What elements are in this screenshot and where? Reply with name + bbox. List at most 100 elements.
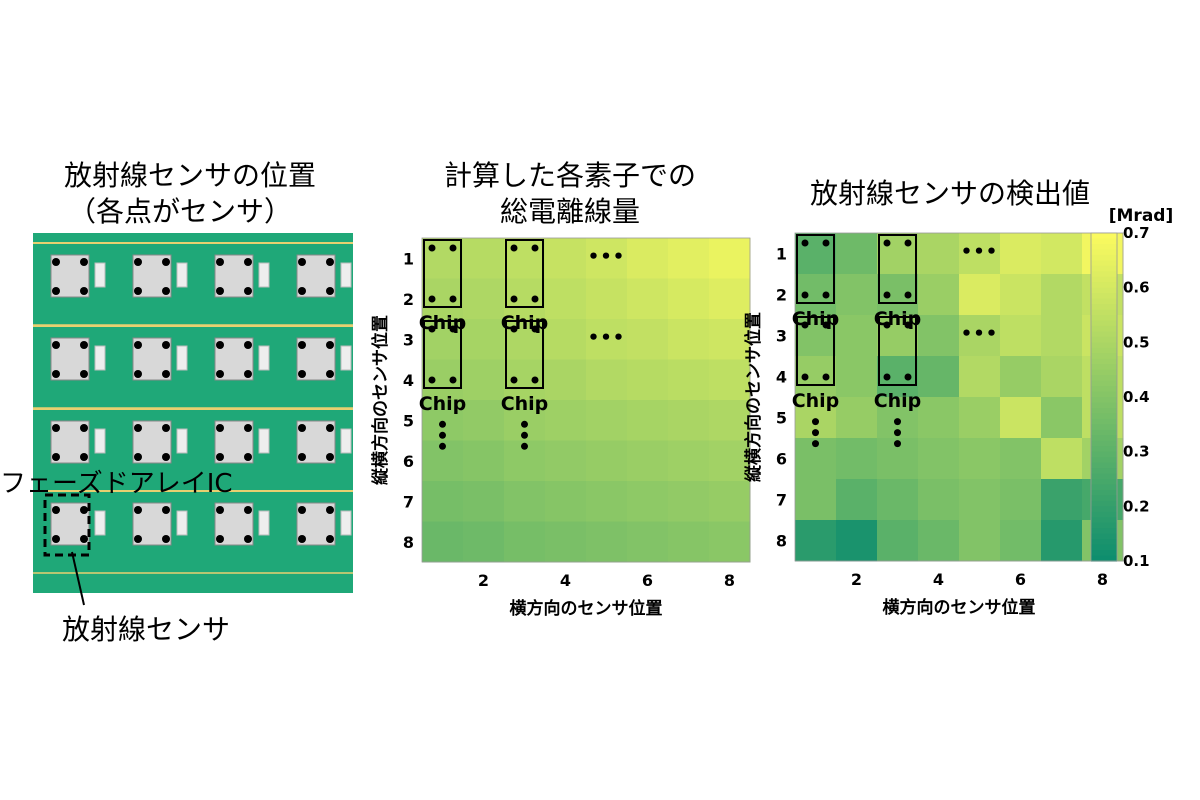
y-tick-label: 3 <box>776 327 787 346</box>
sensor-dot <box>326 341 334 349</box>
heatmap-cell <box>836 315 878 357</box>
colorbar-segment <box>1091 539 1117 546</box>
colorbar-segment <box>1091 418 1117 425</box>
sensor-dot <box>216 287 224 295</box>
radiation-sensor-label: 放射線センサ <box>62 613 231 646</box>
y-tick-label: 6 <box>776 450 787 469</box>
sensor-dot <box>883 373 891 381</box>
colorbar-segment <box>1091 462 1117 469</box>
colorbar-segment <box>1091 233 1117 240</box>
sensor-dot <box>162 424 170 432</box>
vertical-ellipsis-dot <box>894 440 901 448</box>
heatmap-cell <box>959 356 1001 398</box>
heatmap-cell <box>877 520 919 562</box>
sensor-dot <box>216 258 224 266</box>
sensor-dot <box>531 244 539 252</box>
heatmap-cell <box>463 278 505 320</box>
heatmap-cell <box>463 238 505 279</box>
sensor-dot <box>326 453 334 461</box>
chip-label: Chip <box>874 308 922 330</box>
vertical-ellipsis-dot <box>894 418 901 426</box>
colorbar-segment <box>1091 397 1117 404</box>
colorbar-segment <box>1091 506 1117 513</box>
sensor-dot <box>216 535 224 543</box>
sensor-dot <box>244 453 252 461</box>
colorbar-tick-label: 0.7 <box>1123 224 1150 242</box>
capacitor <box>258 262 270 288</box>
sensor-dot <box>298 535 306 543</box>
chip-outline <box>878 234 917 304</box>
heatmap-cell <box>918 397 960 439</box>
sensor-dot <box>822 321 830 329</box>
heatmap-cell <box>627 359 669 401</box>
sensor-dot <box>244 258 252 266</box>
y-tick-label: 4 <box>776 368 787 387</box>
heatmap-cell <box>918 438 960 480</box>
y-tick-label: 7 <box>403 492 414 511</box>
heatmap-cell <box>504 238 546 279</box>
colorbar-frame <box>1090 232 1118 562</box>
colorbar-segment <box>1091 304 1117 311</box>
heatmap-cell <box>463 359 505 401</box>
heatmap-cell <box>1000 315 1042 357</box>
x-tick-label: 4 <box>560 571 571 590</box>
heatmap-cell <box>877 233 919 275</box>
colorbar-segment <box>1091 331 1117 338</box>
horizontal-ellipsis: ••• <box>588 327 626 348</box>
heatmap-cell <box>836 520 878 562</box>
colorbar-segment <box>1091 402 1117 409</box>
sensor-dot <box>134 370 142 378</box>
sensor-dot <box>531 376 539 384</box>
x-axis-label: 横方向のセンサ位置 <box>510 598 663 619</box>
colorbar-segment <box>1091 500 1117 507</box>
colorbar-tick-label: 0.5 <box>1123 333 1150 351</box>
heatmap-cell <box>709 278 751 320</box>
colorbar-tick-label: 0.6 <box>1123 279 1150 297</box>
heatmap-cell <box>668 238 710 279</box>
heatmap-cell <box>504 521 546 563</box>
sensor-dot <box>162 453 170 461</box>
sensor-dot <box>326 370 334 378</box>
colorbar-segment <box>1091 243 1117 250</box>
heatmap-cell <box>1041 233 1083 275</box>
heatmap-cell <box>836 274 878 316</box>
sensor-dot <box>298 370 306 378</box>
heatmap-cell <box>709 440 751 482</box>
heatmap-cell <box>918 356 960 398</box>
sensor-dot <box>162 258 170 266</box>
heatmap-cell <box>709 238 751 279</box>
sensor-dot <box>216 506 224 514</box>
colorbar-segment <box>1091 293 1117 300</box>
colorbar-segment <box>1091 358 1117 365</box>
sensor-dot <box>162 370 170 378</box>
sensor-dot <box>134 258 142 266</box>
heatmap-cell <box>422 521 464 563</box>
colorbar-segment <box>1091 429 1117 436</box>
heatmap-cell <box>709 521 751 563</box>
heatmap-cell <box>545 481 587 522</box>
chip-label: Chip <box>792 308 840 330</box>
horizontal-ellipsis: ••• <box>588 246 626 267</box>
y-tick-label: 8 <box>403 533 414 552</box>
heatmap-cell <box>959 438 1001 480</box>
heatmap-cell <box>586 481 628 522</box>
heatmap-cell <box>627 238 669 279</box>
sensor-dot <box>449 376 457 384</box>
capacitor <box>94 428 106 454</box>
sensor-dot <box>244 535 252 543</box>
colorbar-segment <box>1091 238 1117 245</box>
heatmap-cell <box>836 356 878 398</box>
heatmap-cell <box>709 319 751 360</box>
sensor-dot <box>428 325 436 333</box>
sensor-dot <box>510 376 518 384</box>
y-tick-label: 1 <box>776 245 787 264</box>
colorbar-segment <box>1091 468 1117 475</box>
colorbar-segment <box>1091 271 1117 278</box>
sensor-dot <box>80 370 88 378</box>
colorbar-segment <box>1091 457 1117 464</box>
plot-frame <box>794 232 1124 562</box>
colorbar-segment <box>1091 550 1117 557</box>
sensor-dot <box>883 239 891 247</box>
heatmap-cell <box>1041 397 1083 439</box>
colorbar-segment <box>1091 528 1117 535</box>
